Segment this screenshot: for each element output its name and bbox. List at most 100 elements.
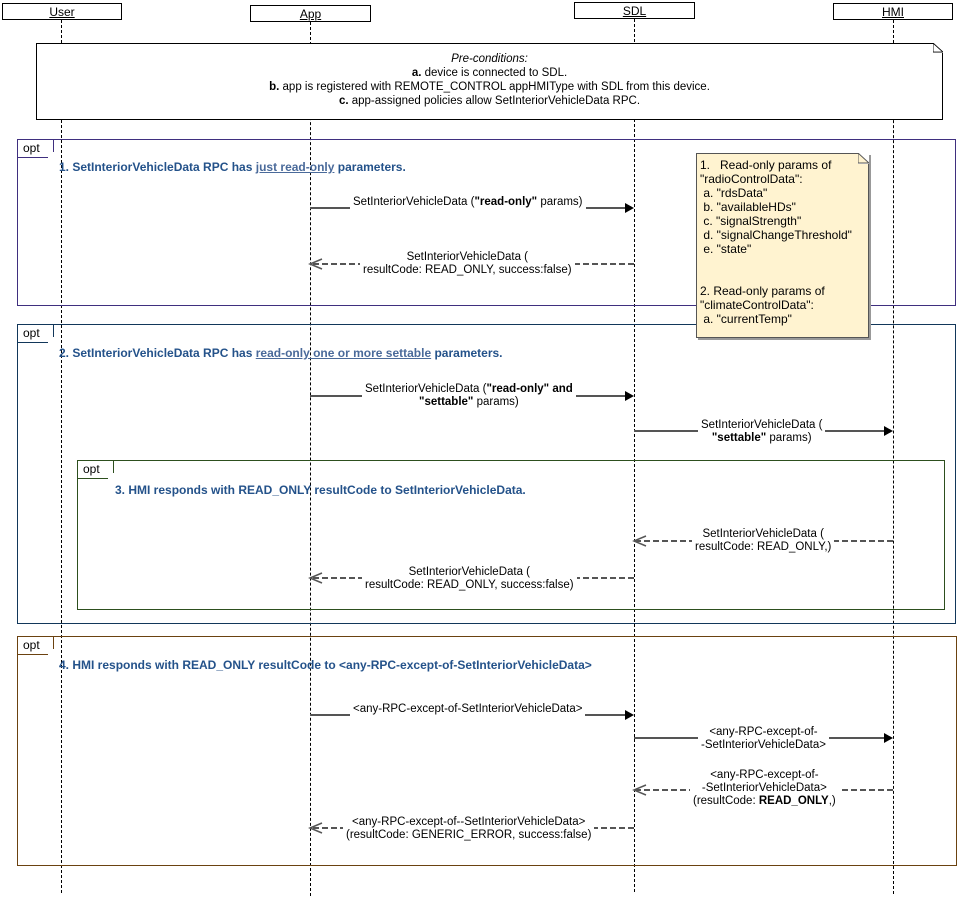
frame-title-text: 2. SetInteriorVehicleData RPC has [59,346,256,360]
message-text: -SetInteriorVehicleData> [701,739,826,751]
message-text: (resultCode: [693,795,759,807]
precondition-marker: c. [338,95,349,107]
message-label-line: (resultCode: GENERIC_ERROR, success:fals… [346,829,591,842]
message-label: SetInteriorVehicleData (resultCode: READ… [360,251,575,277]
read-only-params-note: 1. Read-only params of"radioControlData"… [696,153,869,338]
message-label-line: SetInteriorVehicleData ("read-only" and [365,383,573,396]
message-text: <any-RPC-except-of- [709,726,818,738]
note-line: d. "signalChangeThreshold" [700,228,852,242]
opt-frame-3: opt 3. HMI responds with READ_ONLY resul… [77,460,945,610]
message-label: SetInteriorVehicleData ("settable" param… [698,419,826,445]
opt-frame-1: opt 1. SetInteriorVehicleData RPC has ju… [17,139,956,306]
message-text: resultCode: READ_ONLY, success:false) [363,264,572,276]
frame-title-text: 3. HMI responds with READ_ONLY resultCod… [115,483,526,497]
frame-title: 3. HMI responds with READ_ONLY resultCod… [115,483,526,497]
frame-title: 1. SetInteriorVehicleData RPC has just r… [59,160,406,174]
frame-title-emphasis: read-only one or more settable [255,346,432,360]
message-label-line: -SetInteriorVehicleData> [693,782,836,795]
message-text: <any-RPC-except-of--SetInteriorVehicleDa… [352,816,586,828]
frame-title-text: parameters. [334,160,406,174]
note-line: "radioControlData": [700,172,803,186]
message-label-line: SetInteriorVehicleData ("read-only" para… [353,196,583,209]
lifeline-label-user: User [49,5,75,19]
preconditions-title: Pre-conditions: [451,53,528,65]
message-label-line: SetInteriorVehicleData ( [363,251,572,264]
message-text: "settable" [419,396,474,408]
frame-title-text: 1. SetInteriorVehicleData RPC has [59,160,256,174]
lifeline-head-user: User [2,3,122,20]
precondition-text: app-assigned policies allow SetInteriorV… [348,95,641,107]
message-label-line: resultCode: READ_ONLY, success:false) [365,579,574,592]
message-label-line: -SetInteriorVehicleData> [701,739,826,752]
note-line: a. "currentTemp" [700,312,792,326]
message-label-line: resultCode: READ_ONLY,) [695,541,831,554]
message-label-line: <any-RPC-except-of- [701,726,826,739]
message-text: -SetInteriorVehicleData> [701,782,827,794]
message-label-line: <any-RPC-except-of-SetInteriorVehicleDat… [353,703,582,716]
message-label: <any-RPC-except-of--SetInteriorVehicleDa… [690,769,839,808]
message-text: params) [537,196,583,208]
lifeline-label-app: App [299,7,322,21]
message-label-line: resultCode: READ_ONLY, success:false) [363,264,572,277]
precondition-item-b: b. app is registered with REMOTE_CONTROL… [37,80,942,94]
lifeline-label-sdl: SDL [622,4,647,18]
message-label-line: "settable" params) [365,396,573,409]
lifeline-user [61,20,62,893]
message-text: SetInteriorVehicleData ( [365,383,487,395]
message-text: params) [766,432,812,444]
frame-tag: opt [18,140,54,158]
lifeline-hmi [893,20,894,894]
note-fold-corner [858,153,869,164]
note-line: b. "availableHDs" [700,200,796,214]
lifeline-label-hmi: HMI [882,5,904,19]
note-line: e. "state" [700,242,752,256]
message-text: "read-only" [474,196,538,208]
message-label-line: (resultCode: READ_ONLY,) [693,795,836,808]
lifeline-head-sdl: SDL [574,2,695,19]
precondition-text: device is connected to SDL. [421,67,568,79]
message-text: SetInteriorVehicleData ( [408,566,531,578]
message-text: (resultCode: GENERIC_ERROR, success:fals… [346,829,592,841]
message-text: SetInteriorVehicleData ( [701,419,823,431]
frame-title-text: parameters. [431,346,503,360]
message-text: <any-RPC-except-of-SetInteriorVehicleDat… [353,703,583,715]
frame-tag: opt [18,325,54,343]
message-label: <any-RPC-except-of--SetInteriorVehicleDa… [698,726,829,752]
note-line [700,256,865,270]
message-text: SetInteriorVehicleData ( [406,251,529,263]
message-label-line: <any-RPC-except-of--SetInteriorVehicleDa… [346,816,591,829]
frame-title: 4. HMI responds with READ_ONLY resultCod… [59,658,592,672]
message-label: SetInteriorVehicleData ("read-only" and"… [362,383,576,409]
frame-tag: opt [78,461,114,479]
note-line: 1. Read-only params of [700,158,832,172]
frame-tag: opt [18,637,54,655]
message-label-line: SetInteriorVehicleData ( [695,528,831,541]
preconditions-note: Pre-conditions: a. device is connected t… [36,43,943,120]
message-text: <any-RPC-except-of- [710,769,819,781]
message-text: "read-only" and [486,383,573,395]
message-text: READ_ONLY [758,795,829,807]
precondition-marker: b. [269,81,280,93]
precondition-text: app is registered with REMOTE_CONTROL ap… [279,81,710,93]
message-text: SetInteriorVehicleData ( [702,528,824,540]
note-lines: 1. Read-only params of"radioControlData"… [700,158,865,326]
message-text: SetInteriorVehicleData ( [353,196,475,208]
message-text: ,) [828,795,836,807]
message-label-line: <any-RPC-except-of- [693,769,836,782]
precondition-item-a: a. device is connected to SDL. [37,66,942,80]
opt-frame-2: opt 2. SetInteriorVehicleData RPC has re… [17,324,956,624]
note-fold-corner [933,43,943,53]
message-label-line: SetInteriorVehicleData ( [701,419,822,432]
note-line: "climateControlData": [700,298,814,312]
message-text: resultCode: READ_ONLY,) [695,541,832,553]
message-text: resultCode: READ_ONLY, success:false) [365,579,574,591]
message-label: SetInteriorVehicleData (resultCode: READ… [362,566,577,592]
message-text: "settable" [711,432,767,444]
frame-title: 2. SetInteriorVehicleData RPC has read-o… [59,346,503,360]
frame-title-text: 4. HMI responds with READ_ONLY resultCod… [59,658,592,672]
precondition-marker: a. [411,67,422,79]
message-text: params) [473,396,519,408]
lifeline-head-hmi: HMI [833,3,953,20]
precondition-item-c: c. app-assigned policies allow SetInteri… [37,94,942,108]
message-label-line: "settable" params) [701,432,822,445]
